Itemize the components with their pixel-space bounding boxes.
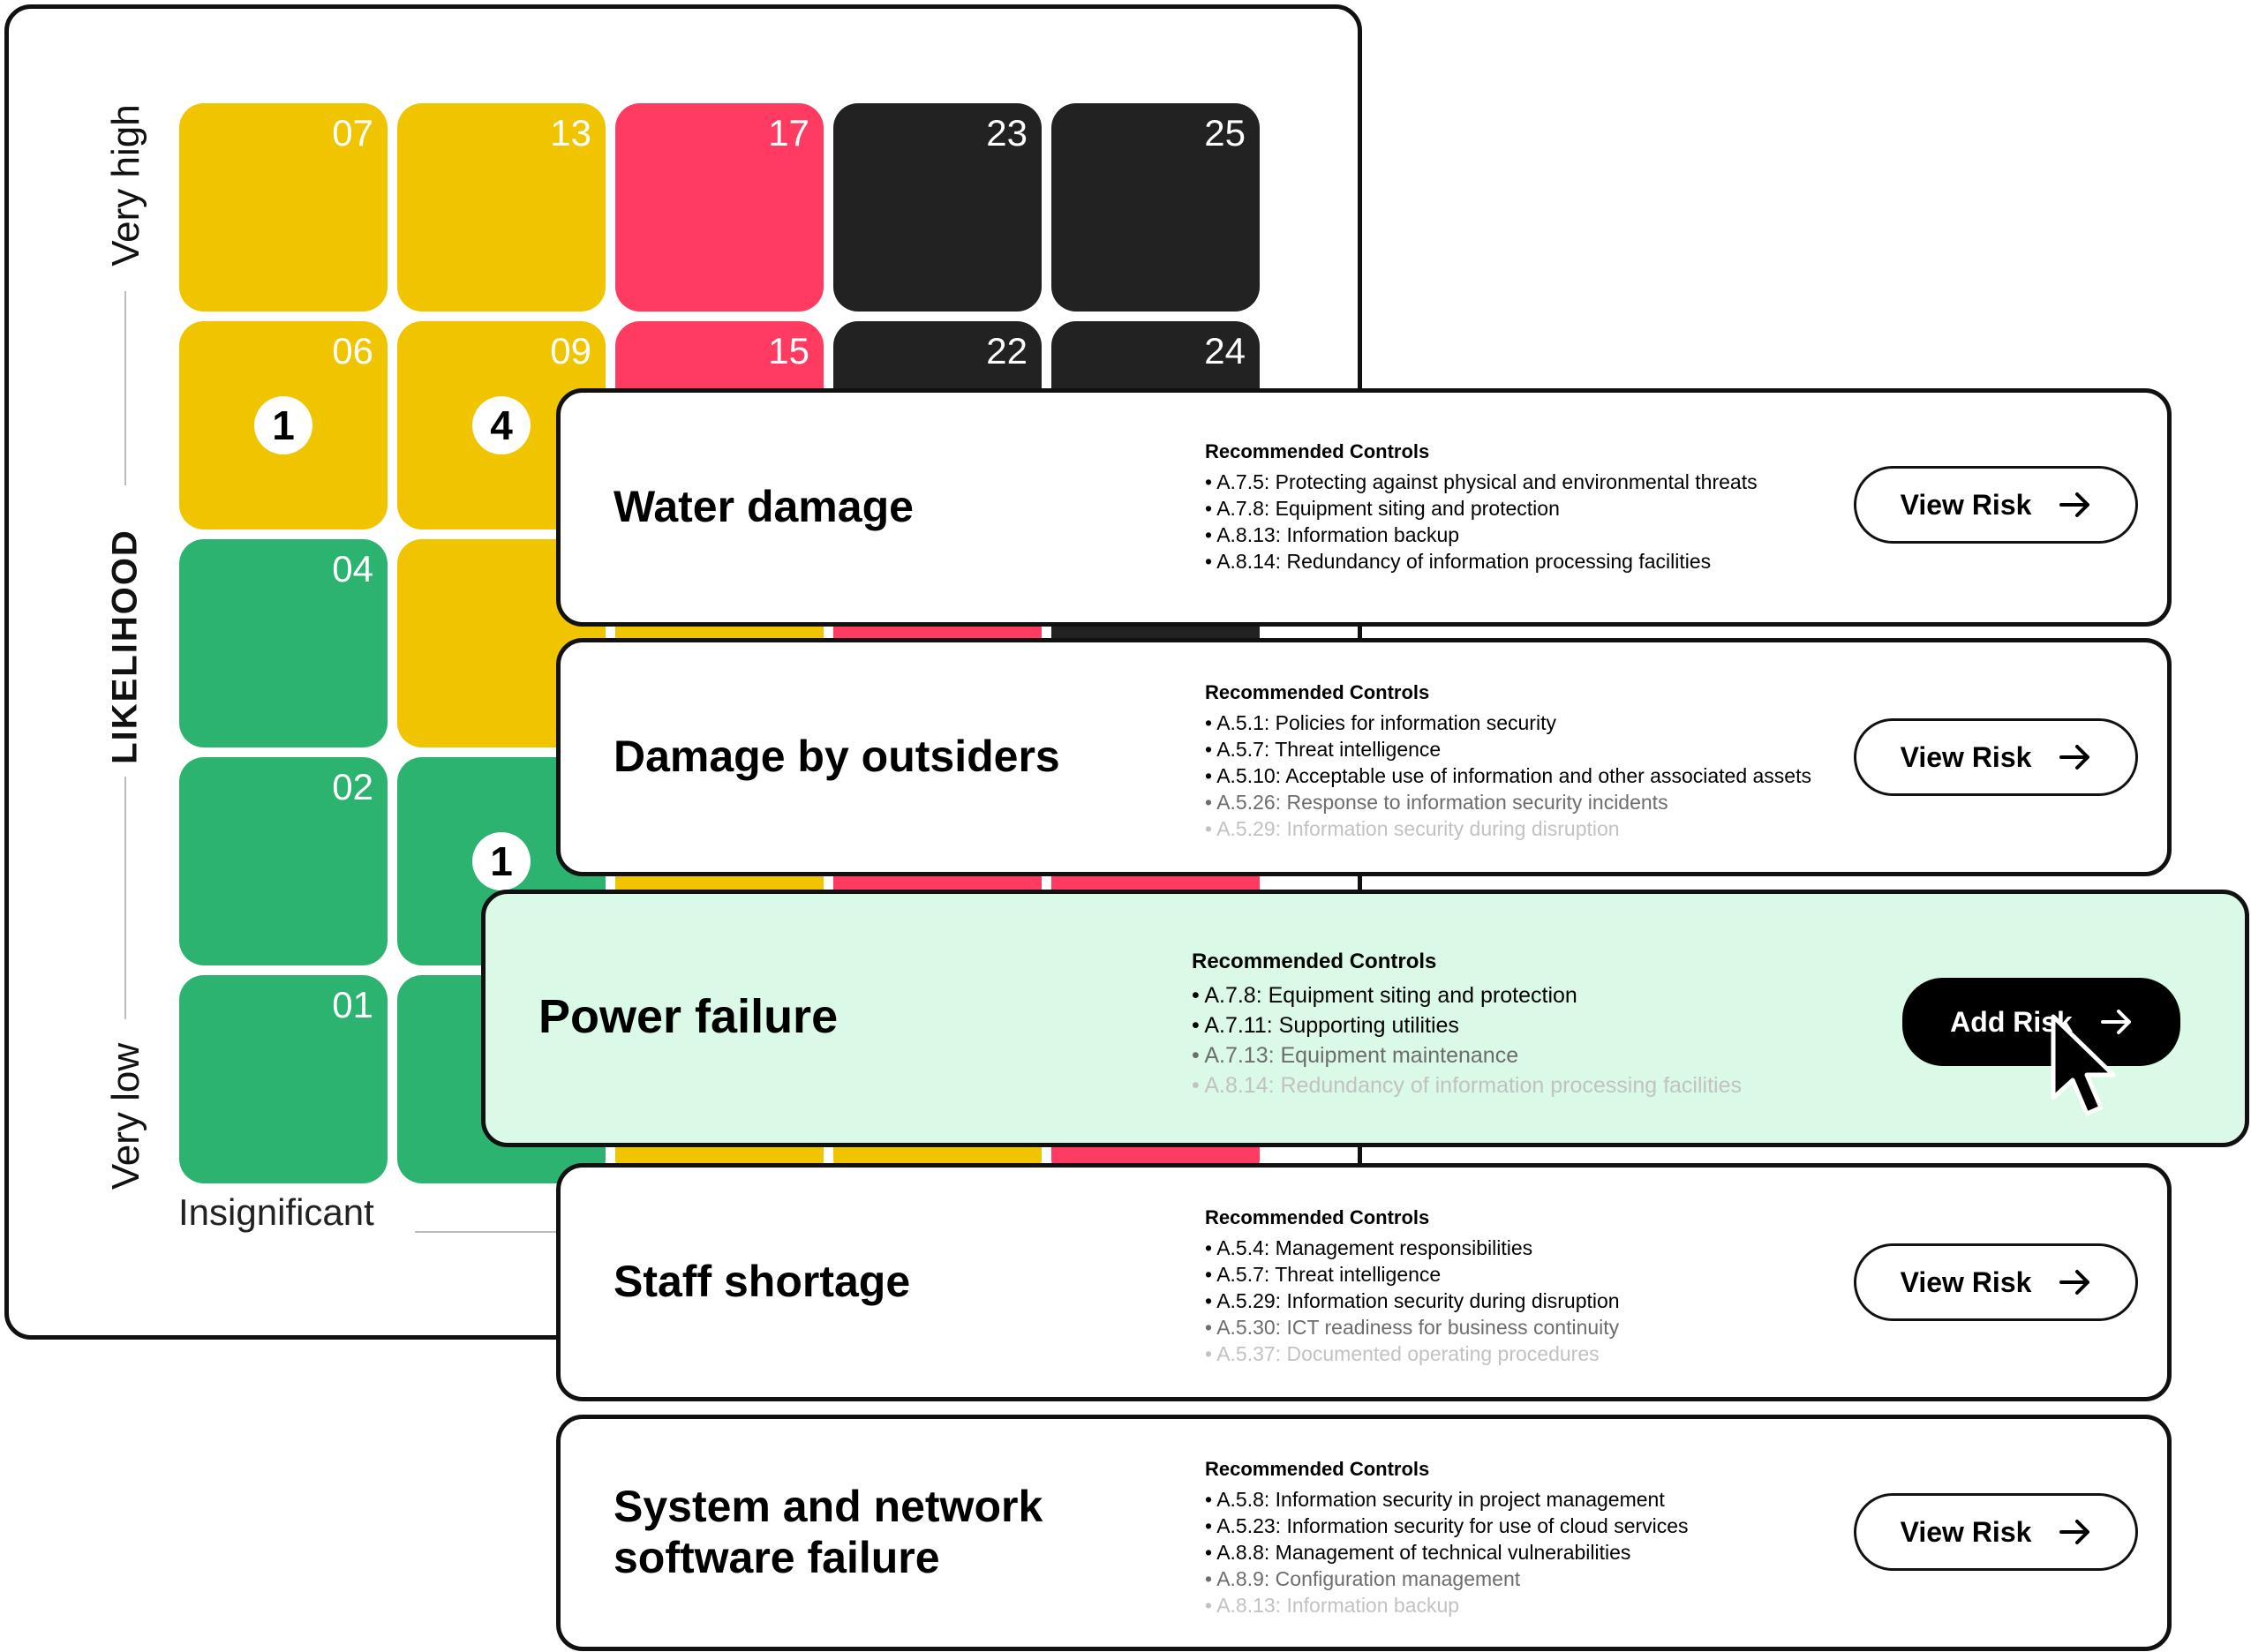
risk-card-system-network-failure[interactable]: System and network software failure Reco… <box>556 1415 2172 1651</box>
controls-heading: Recommended Controls <box>1205 681 1430 703</box>
risk-count-badge[interactable]: 4 <box>472 396 531 454</box>
view-risk-button[interactable]: View Risk <box>1854 718 2138 796</box>
control-item: A.5.7: Threat intelligence <box>1205 1261 1620 1288</box>
recommended-controls: Recommended Controls A.5.4: Management r… <box>1205 1205 1620 1367</box>
risk-title: System and network software failure <box>614 1481 1043 1583</box>
control-item: A.5.29: Information security during disr… <box>1205 815 1811 842</box>
y-axis-bottom-label: Very low <box>104 1042 147 1190</box>
cell-score: 17 <box>768 112 809 154</box>
risk-title: Staff shortage <box>614 1257 911 1306</box>
risk-title: Power failure <box>538 990 839 1043</box>
controls-heading: Recommended Controls <box>1205 1206 1430 1228</box>
button-label: View Risk <box>1900 488 2032 521</box>
cell-score: 23 <box>986 112 1028 154</box>
matrix-cell[interactable]: 01 <box>179 975 388 1183</box>
risk-card-water-damage[interactable]: Water damage Recommended Controls A.7.5:… <box>556 388 2172 627</box>
button-label: View Risk <box>1900 740 2032 773</box>
control-item: A.5.7: Threat intelligence <box>1205 736 1811 762</box>
matrix-cell[interactable]: 06 1 <box>179 321 388 529</box>
arrow-right-icon <box>2059 745 2090 770</box>
control-item: A.5.37: Documented operating procedures <box>1205 1340 1620 1367</box>
y-axis-top-label: Very high <box>104 104 147 267</box>
control-item: A.5.8: Information security in project m… <box>1205 1486 1689 1513</box>
control-item: A.8.14: Redundancy of information proces… <box>1205 548 1758 574</box>
matrix-cell[interactable]: 02 <box>179 757 388 965</box>
control-item: A.7.8: Equipment siting and protection <box>1192 980 1742 1010</box>
y-axis-title: LIKELIHOOD <box>105 529 145 764</box>
control-item: A.5.10: Acceptable use of information an… <box>1205 762 1811 789</box>
control-item: A.5.26: Response to information security… <box>1205 789 1811 815</box>
matrix-cell[interactable]: 13 <box>397 103 606 312</box>
cell-score: 09 <box>550 330 591 372</box>
arrow-right-icon <box>2100 1010 2131 1034</box>
button-label: View Risk <box>1900 1515 2032 1548</box>
cell-score: 22 <box>986 330 1028 372</box>
risk-card-damage-by-outsiders[interactable]: Damage by outsiders Recommended Controls… <box>556 638 2172 876</box>
cell-score: 07 <box>332 112 373 154</box>
matrix-cell[interactable]: 17 <box>615 103 824 312</box>
control-item: A.8.13: Information backup <box>1205 522 1758 548</box>
cell-score: 01 <box>332 984 373 1025</box>
cell-score: 02 <box>332 766 373 807</box>
recommended-controls: Recommended Controls A.7.5: Protecting a… <box>1205 439 1758 574</box>
x-axis-line <box>415 1231 574 1233</box>
matrix-cell[interactable]: 25 <box>1051 103 1260 312</box>
arrow-right-icon <box>2059 1520 2090 1544</box>
cell-score: 06 <box>332 330 373 372</box>
recommended-controls: Recommended Controls A.5.8: Information … <box>1205 1456 1689 1618</box>
control-item: A.8.14: Redundancy of information proces… <box>1192 1070 1742 1100</box>
control-item: A.8.8: Management of technical vulnerabi… <box>1205 1539 1689 1566</box>
arrow-right-icon <box>2059 492 2090 517</box>
control-item: A.5.30: ICT readiness for business conti… <box>1205 1314 1620 1340</box>
matrix-cell[interactable]: 23 <box>833 103 1042 312</box>
risk-count-badge[interactable]: 1 <box>472 832 531 890</box>
control-item: A.5.4: Management responsibilities <box>1205 1235 1620 1261</box>
add-risk-button[interactable]: Add Risk <box>1902 978 2180 1066</box>
x-axis-left-label: Insignificant <box>178 1191 374 1233</box>
controls-heading: Recommended Controls <box>1205 440 1430 462</box>
cell-score: 04 <box>332 548 373 589</box>
control-item: A.5.23: Information security for use of … <box>1205 1513 1688 1539</box>
recommended-controls: Recommended Controls A.7.8: Equipment si… <box>1192 947 1742 1100</box>
y-axis-line-lower <box>124 777 126 1019</box>
control-item: A.7.5: Protecting against physical and e… <box>1205 469 1757 495</box>
risk-title-line: software failure <box>614 1533 940 1582</box>
controls-heading: Recommended Controls <box>1192 950 1437 973</box>
matrix-cell[interactable]: 07 <box>179 103 388 312</box>
view-risk-button[interactable]: View Risk <box>1854 1493 2138 1571</box>
control-item: A.8.13: Information backup <box>1205 1592 1689 1618</box>
control-item: A.7.8: Equipment siting and protection <box>1205 495 1758 522</box>
control-item: A.8.9: Configuration management <box>1205 1566 1689 1592</box>
risk-title: Damage by outsiders <box>614 732 1060 781</box>
controls-heading: Recommended Controls <box>1205 1458 1430 1480</box>
view-risk-button[interactable]: View Risk <box>1854 1243 2138 1321</box>
control-item: A.7.11: Supporting utilities <box>1192 1010 1742 1040</box>
arrow-right-icon <box>2059 1270 2090 1295</box>
cell-score: 24 <box>1204 330 1246 372</box>
risk-card-power-failure[interactable]: Power failure Recommended Controls A.7.8… <box>481 890 2249 1147</box>
button-label: View Risk <box>1900 1265 2032 1298</box>
risk-card-staff-shortage[interactable]: Staff shortage Recommended Controls A.5.… <box>556 1163 2172 1401</box>
cell-score: 15 <box>768 330 809 372</box>
y-axis-line-upper <box>124 291 126 485</box>
cell-score: 25 <box>1204 112 1246 154</box>
cell-score: 13 <box>550 112 591 154</box>
risk-title: Water damage <box>614 482 914 531</box>
control-item: A.5.29: Information security during disr… <box>1205 1288 1619 1314</box>
matrix-cell[interactable]: 04 <box>179 539 388 747</box>
control-item: A.5.1: Policies for information security <box>1205 710 1811 736</box>
mouse-pointer-icon <box>2051 1014 2116 1116</box>
control-item: A.7.13: Equipment maintenance <box>1192 1040 1742 1070</box>
view-risk-button[interactable]: View Risk <box>1854 466 2138 544</box>
risk-title-line: System and network <box>614 1482 1043 1531</box>
recommended-controls: Recommended Controls A.5.1: Policies for… <box>1205 680 1811 842</box>
risk-count-badge[interactable]: 1 <box>254 396 312 454</box>
